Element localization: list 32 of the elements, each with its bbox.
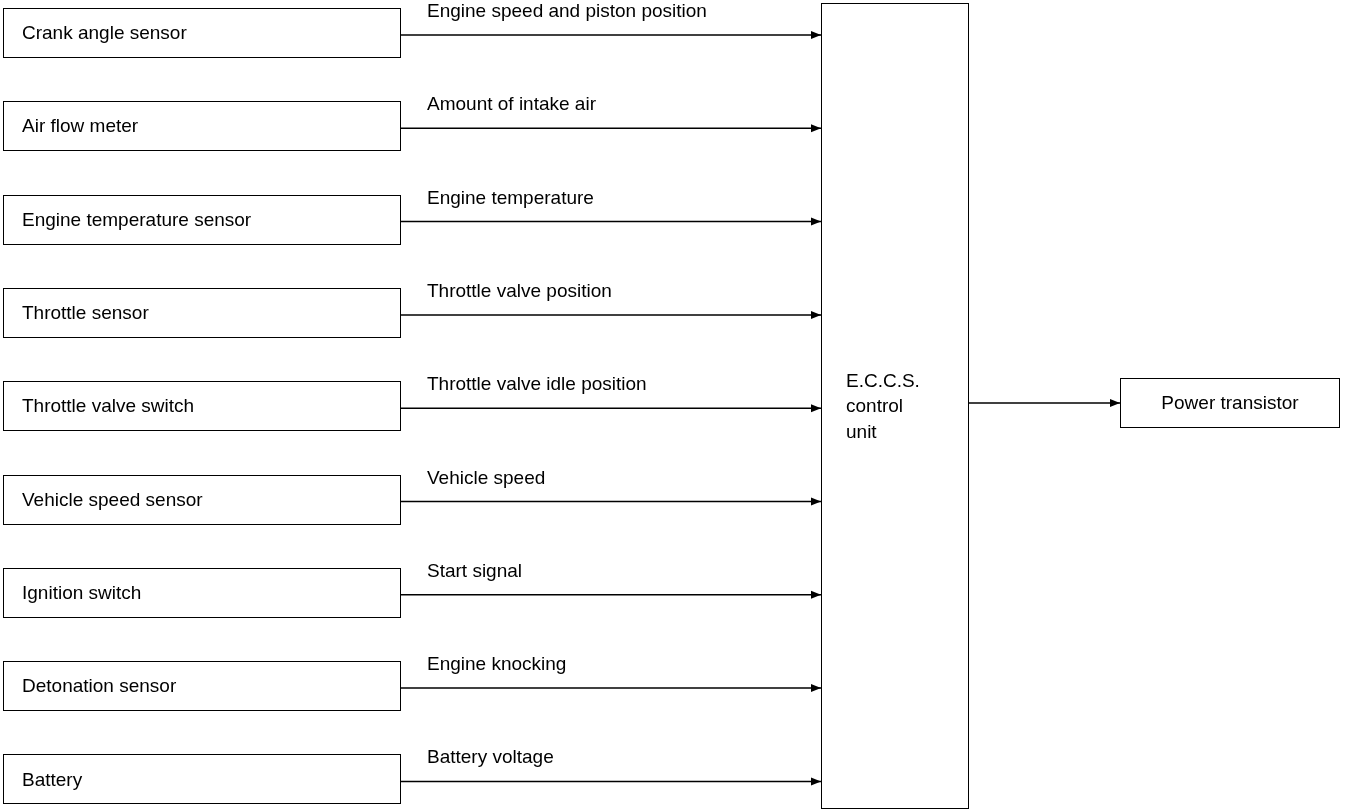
arrow <box>400 684 822 693</box>
node-label: Air flow meter <box>22 114 139 139</box>
arrow <box>400 404 822 413</box>
component-box <box>3 661 401 712</box>
arrow <box>400 217 822 226</box>
node-label: Vehicle speed sensor <box>22 487 203 512</box>
component-box <box>3 101 401 152</box>
component-box <box>1120 378 1340 428</box>
node-label: Throttle valve switch <box>22 394 195 419</box>
arrow <box>968 399 1121 407</box>
node-label: Ignition switch <box>22 580 142 605</box>
node-label: Detonation sensor <box>22 674 177 699</box>
node-label: E.C.C.S. control unit <box>846 368 921 444</box>
node-label: Battery <box>22 767 83 792</box>
node-label: Engine temperature sensor <box>22 207 252 232</box>
component-box <box>3 474 401 525</box>
component-box <box>3 8 401 58</box>
arrow <box>400 310 822 319</box>
component-box <box>3 567 401 618</box>
arrow <box>400 590 822 599</box>
arrow <box>400 497 822 506</box>
control-unit-box <box>821 3 969 809</box>
component-box <box>3 754 401 805</box>
arrow <box>400 124 822 133</box>
node-label: Throttle sensor <box>22 301 149 326</box>
node-label: Crank angle sensor <box>22 21 187 46</box>
component-box <box>3 287 401 338</box>
component-box <box>3 194 401 245</box>
arrow <box>400 777 822 786</box>
component-box <box>3 381 401 432</box>
arrow <box>400 31 822 39</box>
node-label: Power transistor <box>1161 391 1299 416</box>
